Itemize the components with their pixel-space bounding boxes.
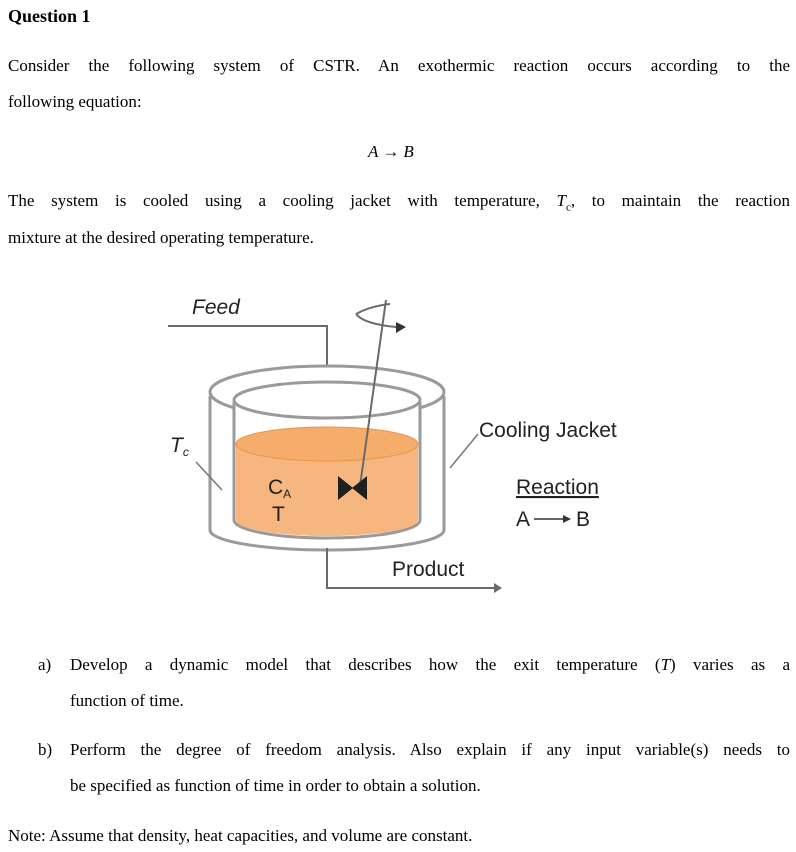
impeller-right-icon [352,476,367,500]
part-b-line-1: Perform the degree of freedom analysis. … [70,740,790,759]
equation-rhs: B [403,142,414,161]
description-pre: The system is cooled using a cooling jac… [8,191,540,210]
reaction-label: Reaction [516,476,599,499]
t-label: T [272,503,285,526]
description-line-2: mixture at the desired operating tempera… [8,228,314,247]
feed-label: Feed [192,296,241,319]
tc-label: Tc [170,434,189,459]
reaction-arrow-icon [563,515,571,523]
reaction-eq-rhs: B [576,508,590,531]
part-a-line-1: Develop a dynamic model that describes h… [70,655,790,674]
question-title: Question 1 [8,6,91,26]
agitator-shaft [359,299,387,487]
description-tc: Tc, to maintain the reaction [556,191,791,214]
ca-label: CA [268,476,291,501]
part-a-line-2: function of time. [70,691,184,710]
rotation-arrow-icon [396,322,406,333]
jacket-leader-line [449,433,479,469]
impeller-left-icon [338,476,353,500]
cooling-jacket-label: Cooling Jacket [479,419,617,442]
equation-lhs: A [368,142,379,161]
part-b-label: b) [38,740,53,759]
reaction-equation: A→B [368,142,414,162]
product-arrow-icon [494,583,502,593]
agitator-rotation-icon [355,303,397,328]
reaction-eq-lhs: A [516,508,530,531]
intro-line-1: Consider the following system of CSTR. A… [8,56,790,75]
equation-arrow: → [382,142,400,161]
intro-line-2: following equation: [8,92,142,111]
description-line-1: The system is cooled using a cooling jac… [8,191,790,217]
feed-pipe [168,325,328,376]
reaction-liquid [236,444,418,536]
liquid-surface [235,426,419,462]
note-text: Note: Assume that density, heat capaciti… [8,826,473,845]
tc-leader-line [195,461,223,491]
reactor-inner-rim [232,380,422,420]
product-pipe [326,548,498,589]
part-a-label: a) [38,655,52,674]
product-label: Product [392,558,465,581]
part-b-line-2: be specified as function of time in orde… [70,776,481,795]
